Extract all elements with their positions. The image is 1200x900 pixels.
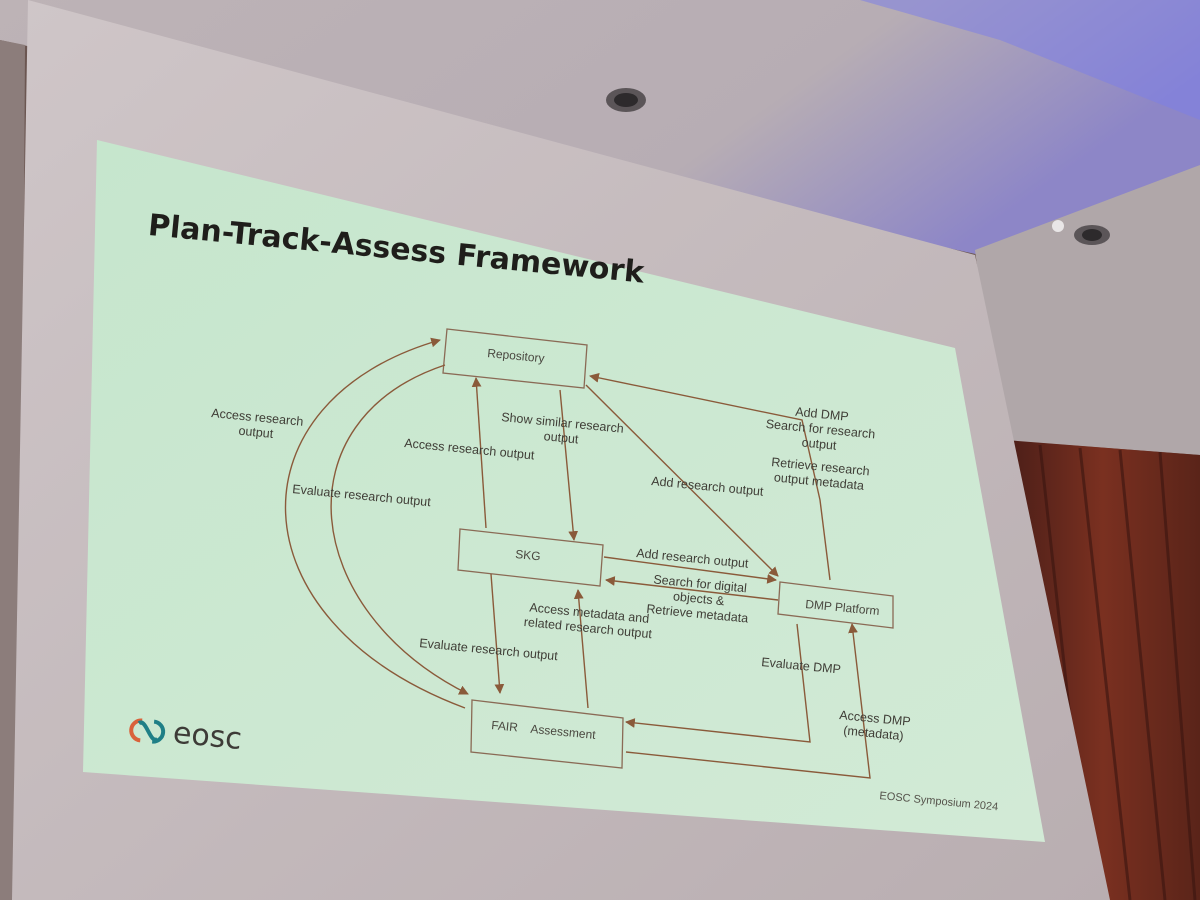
arrow-skg-to-dmp: [603, 556, 777, 584]
arrow-dmp-to-repo: [589, 372, 831, 581]
arrow-fair-to-dmp: [625, 623, 871, 779]
outer-arrow-access: [284, 337, 466, 709]
dmp-platform-box: [777, 581, 894, 629]
arrow-dmp-to-skg: [605, 576, 779, 601]
outer-arrow-evaluate: [330, 364, 469, 695]
arrow-fair-to-skg: [573, 589, 589, 709]
fair-assessment-box: [470, 699, 624, 769]
skg-label: SKG: [514, 547, 542, 564]
arrow-skg-to-fair: [490, 573, 505, 694]
arrow-repo-to-dmp: [585, 384, 779, 577]
label-search-digital-objects: Search for digital objects & Retrieve me…: [645, 572, 749, 626]
eosc-logo-icon: [129, 717, 166, 744]
skg-box: [457, 528, 604, 587]
eosc-wordmark: eosc: [171, 715, 244, 758]
repository-box: [442, 328, 588, 389]
arrow-dmp-to-fair: [625, 623, 811, 743]
arrow-repo-to-skg: [559, 389, 579, 541]
arrow-skg-to-repo: [471, 377, 487, 529]
eosc-logo: eosc: [124, 711, 244, 758]
